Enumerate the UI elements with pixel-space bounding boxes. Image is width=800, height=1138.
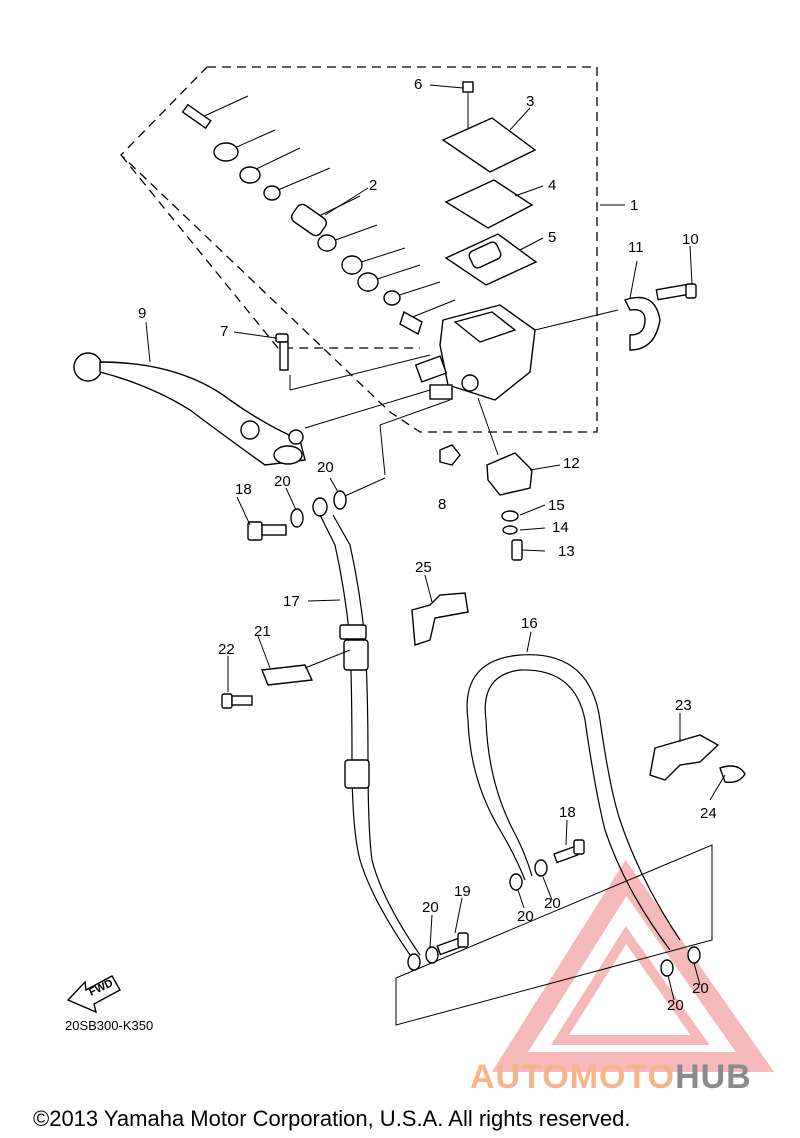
hose-guide — [411, 592, 469, 646]
callout-14: 14 — [552, 519, 569, 536]
callout-20-d: 20 — [517, 908, 534, 925]
part-code: 20SB300-K350 — [65, 1018, 153, 1033]
callout-15: 15 — [548, 497, 565, 514]
master-cylinder-body — [414, 304, 619, 401]
callout-20-g: 20 — [692, 980, 709, 997]
callout-labels: 1 2 3 4 5 6 7 8 9 10 11 12 13 14 15 16 1… — [138, 76, 717, 1014]
callout-18-lower: 18 — [559, 804, 576, 821]
nut — [439, 444, 461, 466]
fwd-arrow-icon: FWD — [66, 975, 121, 1014]
pipe-group-box — [395, 844, 713, 1026]
callout-7: 7 — [220, 323, 228, 340]
hose-bracket — [649, 734, 746, 784]
lower-union-bolts — [425, 839, 585, 964]
callout-16: 16 — [521, 615, 538, 632]
watermark-brand: AUTOMOTOHUB — [470, 1058, 752, 1096]
callout-2: 2 — [369, 177, 377, 194]
piston-kit-parts — [181, 103, 423, 336]
callout-6: 6 — [414, 76, 422, 93]
brake-hose-upper — [312, 497, 421, 971]
callout-18-upper: 18 — [235, 481, 252, 498]
callout-19: 19 — [454, 883, 471, 900]
callout-22: 22 — [218, 641, 235, 658]
hose-clamp — [221, 649, 351, 709]
assembly-outline — [120, 66, 598, 433]
callout-5: 5 — [548, 229, 556, 246]
callout-8: 8 — [438, 496, 446, 513]
callout-25: 25 — [415, 559, 432, 576]
copyright-text: ©2013 Yamaha Motor Corporation, U.S.A. A… — [33, 1106, 630, 1131]
callout-20-a: 20 — [274, 473, 291, 490]
piston-leaders — [199, 95, 456, 319]
callout-10: 10 — [682, 231, 699, 248]
callout-leaders — [145, 84, 726, 1001]
pivot-bolt — [275, 333, 289, 371]
handlebar-clamp — [624, 260, 697, 351]
callout-17: 17 — [283, 593, 300, 610]
brake-lever — [73, 352, 431, 466]
upper-union-bolt — [247, 490, 347, 541]
callout-21: 21 — [254, 623, 271, 640]
watermark-part1: AUTOMOTO — [470, 1058, 675, 1096]
callout-13: 13 — [558, 543, 575, 560]
callout-23: 23 — [675, 697, 692, 714]
reservoir-cap-stack — [441, 81, 538, 286]
callout-20-b: 20 — [317, 459, 334, 476]
callout-9: 9 — [138, 305, 146, 322]
callout-1: 1 — [630, 197, 638, 214]
watermark-logo — [491, 859, 775, 1072]
callout-3: 3 — [526, 93, 534, 110]
callout-11: 11 — [628, 239, 644, 256]
callout-20-f: 20 — [667, 997, 684, 1014]
brake-switch-group — [477, 397, 533, 561]
watermark-part2: HUB — [675, 1058, 752, 1096]
callout-24: 24 — [700, 805, 717, 822]
callout-4: 4 — [548, 177, 556, 194]
callout-20-c: 20 — [422, 899, 439, 916]
callout-12: 12 — [563, 455, 580, 472]
brake-hose-lower — [466, 654, 701, 977]
piston-kit-outline — [120, 154, 420, 349]
hose-leaders — [344, 399, 451, 497]
callout-20-e: 20 — [544, 895, 561, 912]
